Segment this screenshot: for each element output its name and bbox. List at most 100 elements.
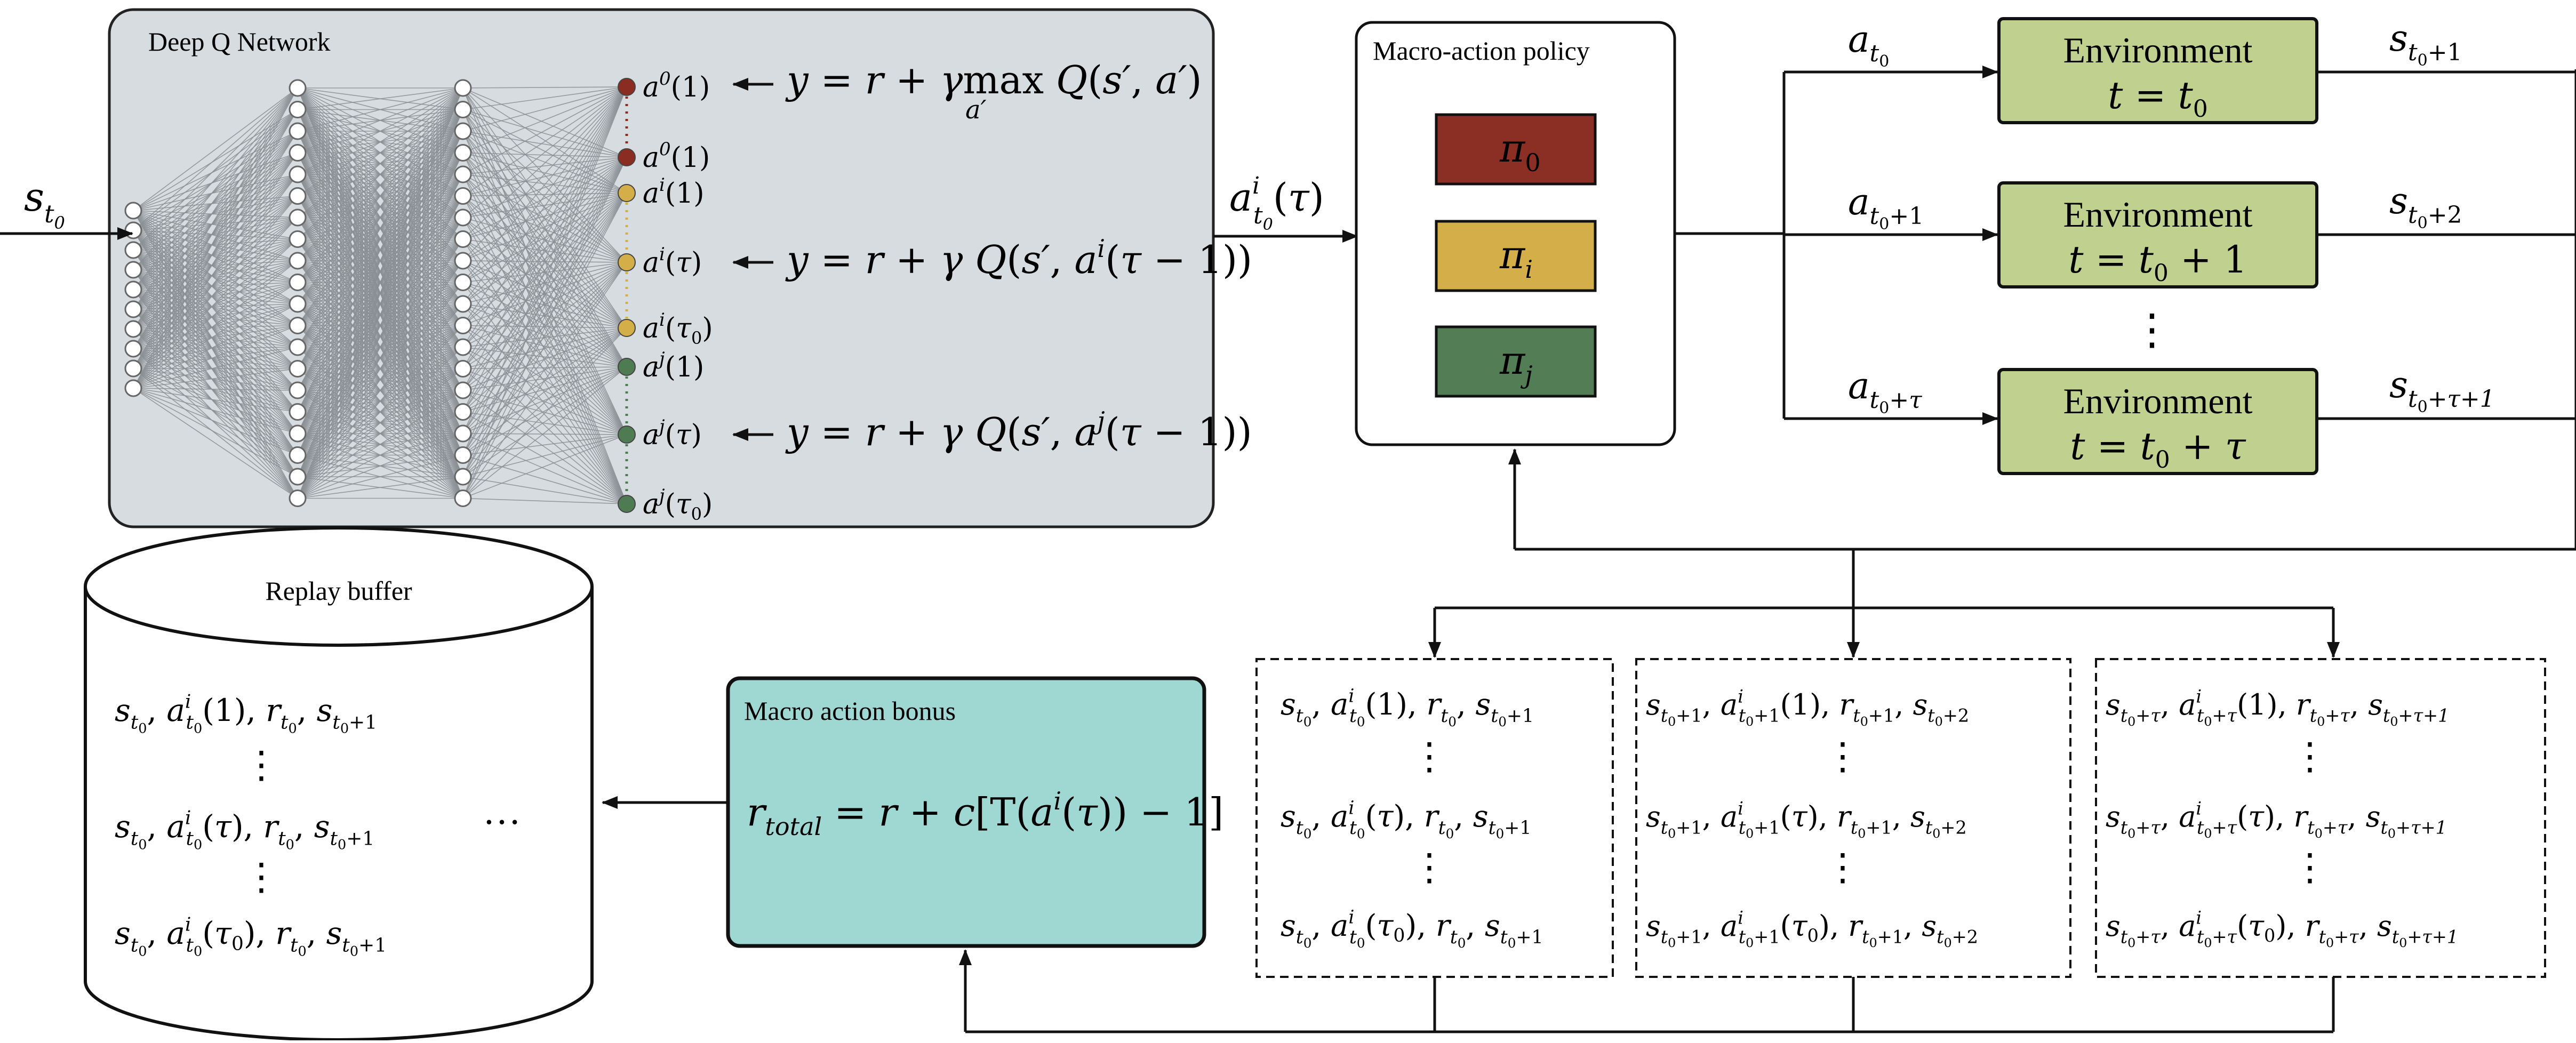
hidden-neuron: [454, 317, 472, 334]
env-next-state-label: st0+2: [2389, 180, 2462, 232]
hidden-neuron: [124, 202, 142, 220]
bonus-title: Macro action bonus: [744, 696, 956, 726]
target-eq-1: y = r + γ Q(s′, ai(τ − 1)): [785, 234, 1252, 282]
env-next-state-label: st0+1: [2389, 18, 2462, 70]
output-neuron-red: [618, 78, 636, 96]
output-label: a0(1): [643, 139, 710, 174]
buffer-title: Replay buffer: [265, 576, 412, 606]
hidden-neuron: [124, 221, 142, 239]
transition-group-box: [1635, 658, 2071, 978]
hidden-neuron: [454, 274, 472, 291]
environment-time: t = t0: [2108, 74, 2207, 123]
bonus-formula: rtotal = r + c[T(ai(τ)) − 1]: [747, 787, 1223, 841]
hidden-neuron: [454, 101, 472, 118]
hidden-neuron: [289, 101, 307, 118]
hidden-neuron: [289, 446, 307, 464]
target-eq-0: y = r + γmax Q(s′, a′): [785, 58, 1202, 102]
policy-label: πi: [1499, 232, 1533, 284]
hidden-neuron: [454, 230, 472, 248]
output-label: ai(τ): [643, 244, 702, 279]
hidden-neuron: [454, 144, 472, 162]
vertical-ellipsis: ⋮: [243, 745, 280, 786]
vertical-ellipsis: ⋮: [1411, 847, 1448, 888]
hidden-neuron: [289, 79, 307, 97]
network-nodes: [124, 79, 472, 507]
transition-group-box: [2095, 658, 2546, 978]
vertical-ellipsis: ⋮: [2291, 736, 2329, 777]
hidden-neuron: [289, 424, 307, 443]
hidden-neuron: [454, 338, 472, 356]
hidden-neuron: [454, 446, 472, 464]
hidden-neuron: [289, 317, 307, 334]
hidden-neuron: [454, 403, 472, 421]
hidden-neuron: [289, 360, 307, 378]
output-label: aj(τ): [643, 416, 702, 451]
vertical-ellipsis: ⋮: [1411, 736, 1448, 777]
hidden-neuron: [289, 208, 307, 227]
dqn-title: Deep Q Network: [148, 27, 331, 57]
output-neuron-yellow: [618, 319, 636, 337]
hidden-neuron: [454, 165, 472, 183]
hidden-neuron: [454, 252, 472, 270]
policy-0: π0: [1435, 113, 1597, 186]
output-neuron-green: [618, 358, 636, 376]
policy-label: π0: [1499, 126, 1541, 177]
input-state: st0: [0, 174, 133, 240]
output-neurons: [618, 78, 636, 513]
hidden-neuron: [289, 144, 307, 162]
environment-title: Environment: [2063, 30, 2252, 70]
environment-title: Environment: [2063, 194, 2252, 235]
hidden-neuron: [289, 274, 307, 291]
hidden-neuron: [454, 208, 472, 227]
hidden-neuron: [124, 241, 142, 259]
hidden-neuron: [454, 490, 472, 507]
output-neuron-green: [618, 495, 636, 513]
env-next-state-label: st0+τ+1: [2389, 364, 2495, 416]
hidden-neuron: [124, 261, 142, 279]
output-neuron-yellow: [618, 184, 636, 202]
environment-title: Environment: [2063, 381, 2252, 421]
hidden-neuron: [124, 359, 142, 378]
hidden-neuron: [454, 295, 472, 313]
network-edges: [133, 86, 627, 504]
buffer-cylinder-top: [84, 526, 594, 647]
vertical-ellipsis: ⋮: [2291, 847, 2329, 888]
hidden-neuron: [289, 295, 307, 313]
bonus-box: [726, 676, 1206, 948]
hidden-neuron: [289, 338, 307, 356]
bonus-panel: Macro action bonus rtotal = r + c[T(ai(τ…: [602, 676, 1223, 948]
vertical-ellipsis: ⋮: [1824, 736, 1861, 777]
hidden-neuron: [124, 300, 142, 318]
policy-label: πj: [1499, 338, 1533, 389]
hidden-neuron: [289, 403, 307, 421]
policy-i: πi: [1435, 220, 1597, 292]
output-label: aj(1): [643, 348, 704, 383]
hidden-neuron: [124, 280, 142, 299]
hidden-neuron: [289, 165, 307, 183]
hidden-neuron: [454, 79, 472, 97]
hidden-neuron: [454, 468, 472, 486]
hidden-neuron: [289, 381, 307, 399]
hidden-neuron: [454, 122, 472, 140]
hidden-neuron: [124, 340, 142, 358]
hidden-neuron: [454, 187, 472, 205]
env-action-label: at0: [1848, 19, 1889, 71]
